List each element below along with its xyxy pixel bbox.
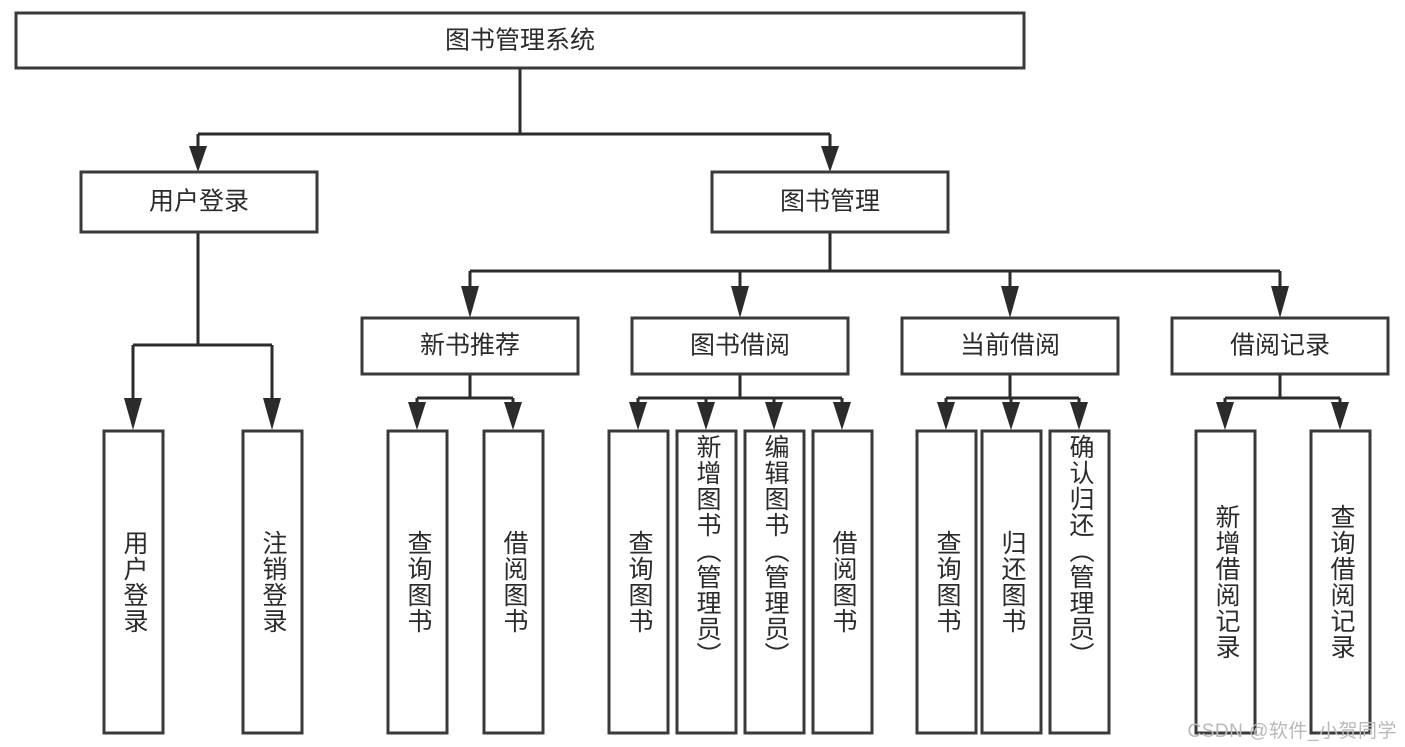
connector-group [124, 68, 1349, 430]
arrow-head-current-leaf-2 [1002, 402, 1020, 430]
arrow-head-leaf-logout [263, 398, 281, 430]
arrow-head-borrow-leaf-2 [697, 402, 715, 430]
arrow-head-new-book-recommend [461, 286, 479, 318]
leaf-box-recommend-query-book[interactable] [386, 429, 449, 735]
node-borrow-record[interactable]: 借阅记录 [1170, 316, 1390, 376]
node-root[interactable]: 图书管理系统 [14, 11, 1026, 70]
leaf-box-borrow-edit-book[interactable] [743, 429, 806, 735]
node-user-login-box[interactable] [79, 170, 319, 234]
node-book-manage[interactable]: 图书管理 [710, 170, 950, 234]
arrow-head-user-login [189, 146, 207, 172]
arrow-head-current-leaf-3 [1070, 402, 1088, 430]
node-book-borrow-box[interactable] [630, 316, 850, 376]
leaf-box-group [102, 429, 1372, 735]
leaf-box-current-query-book[interactable] [915, 429, 978, 735]
leaf-box-recommend-borrow-book[interactable] [482, 429, 545, 735]
leaf-box-logout[interactable] [241, 429, 304, 735]
arrow-head-record-leaf-2 [1331, 402, 1349, 430]
arrow-head-recommend-leaf-1 [408, 402, 426, 430]
arrow-head-current-borrow [1001, 286, 1019, 318]
node-current-borrow-label: 当前借阅 [960, 332, 1060, 360]
arrow-head-borrow-leaf-3 [765, 402, 783, 430]
node-borrow-record-box[interactable] [1170, 316, 1390, 376]
arrow-head-book-borrow [731, 286, 749, 318]
node-book-borrow-label: 图书借阅 [690, 332, 790, 360]
node-user-login-label: 用户登录 [149, 188, 249, 216]
node-current-borrow-box[interactable] [900, 316, 1120, 376]
leaf-box-user-login[interactable] [102, 429, 165, 735]
node-book-borrow[interactable]: 图书借阅 [630, 316, 850, 376]
node-book-manage-label: 图书管理 [780, 188, 880, 216]
leaf-box-borrow-add-book[interactable] [675, 429, 738, 735]
arrow-head-record-leaf-1 [1216, 402, 1234, 430]
arrow-head-recommend-leaf-2 [504, 402, 522, 430]
leaf-box-current-confirm-return[interactable] [1048, 429, 1111, 735]
node-borrow-record-label: 借阅记录 [1230, 332, 1330, 360]
csdn-watermark: CSDN @软件_小贺同学 [1187, 721, 1397, 742]
leaf-box-borrow-borrow-book[interactable] [811, 429, 874, 735]
node-root-label: 图书管理系统 [445, 27, 595, 55]
node-book-manage-box[interactable] [710, 170, 950, 234]
arrow-head-current-leaf-1 [937, 402, 955, 430]
leaf-box-record-add-record[interactable] [1194, 429, 1257, 735]
node-user-login[interactable]: 用户登录 [79, 170, 319, 234]
node-current-borrow[interactable]: 当前借阅 [900, 316, 1120, 376]
arrow-head-borrow-record [1271, 286, 1289, 318]
node-new-book-recommend-label: 新书推荐 [420, 332, 520, 360]
leaf-box-borrow-query-book[interactable] [607, 429, 670, 735]
node-new-book-recommend[interactable]: 新书推荐 [360, 316, 580, 376]
leaf-box-record-query-record[interactable] [1309, 429, 1372, 735]
arrow-head-book-manage [821, 146, 839, 172]
arrow-head-leaf-user-login [124, 398, 142, 430]
node-root-box[interactable] [14, 11, 1026, 70]
leaf-box-current-return-book[interactable] [980, 429, 1043, 735]
arrow-head-borrow-leaf-1 [629, 402, 647, 430]
node-new-book-recommend-box[interactable] [360, 316, 580, 376]
arrow-head-borrow-leaf-4 [833, 402, 851, 430]
